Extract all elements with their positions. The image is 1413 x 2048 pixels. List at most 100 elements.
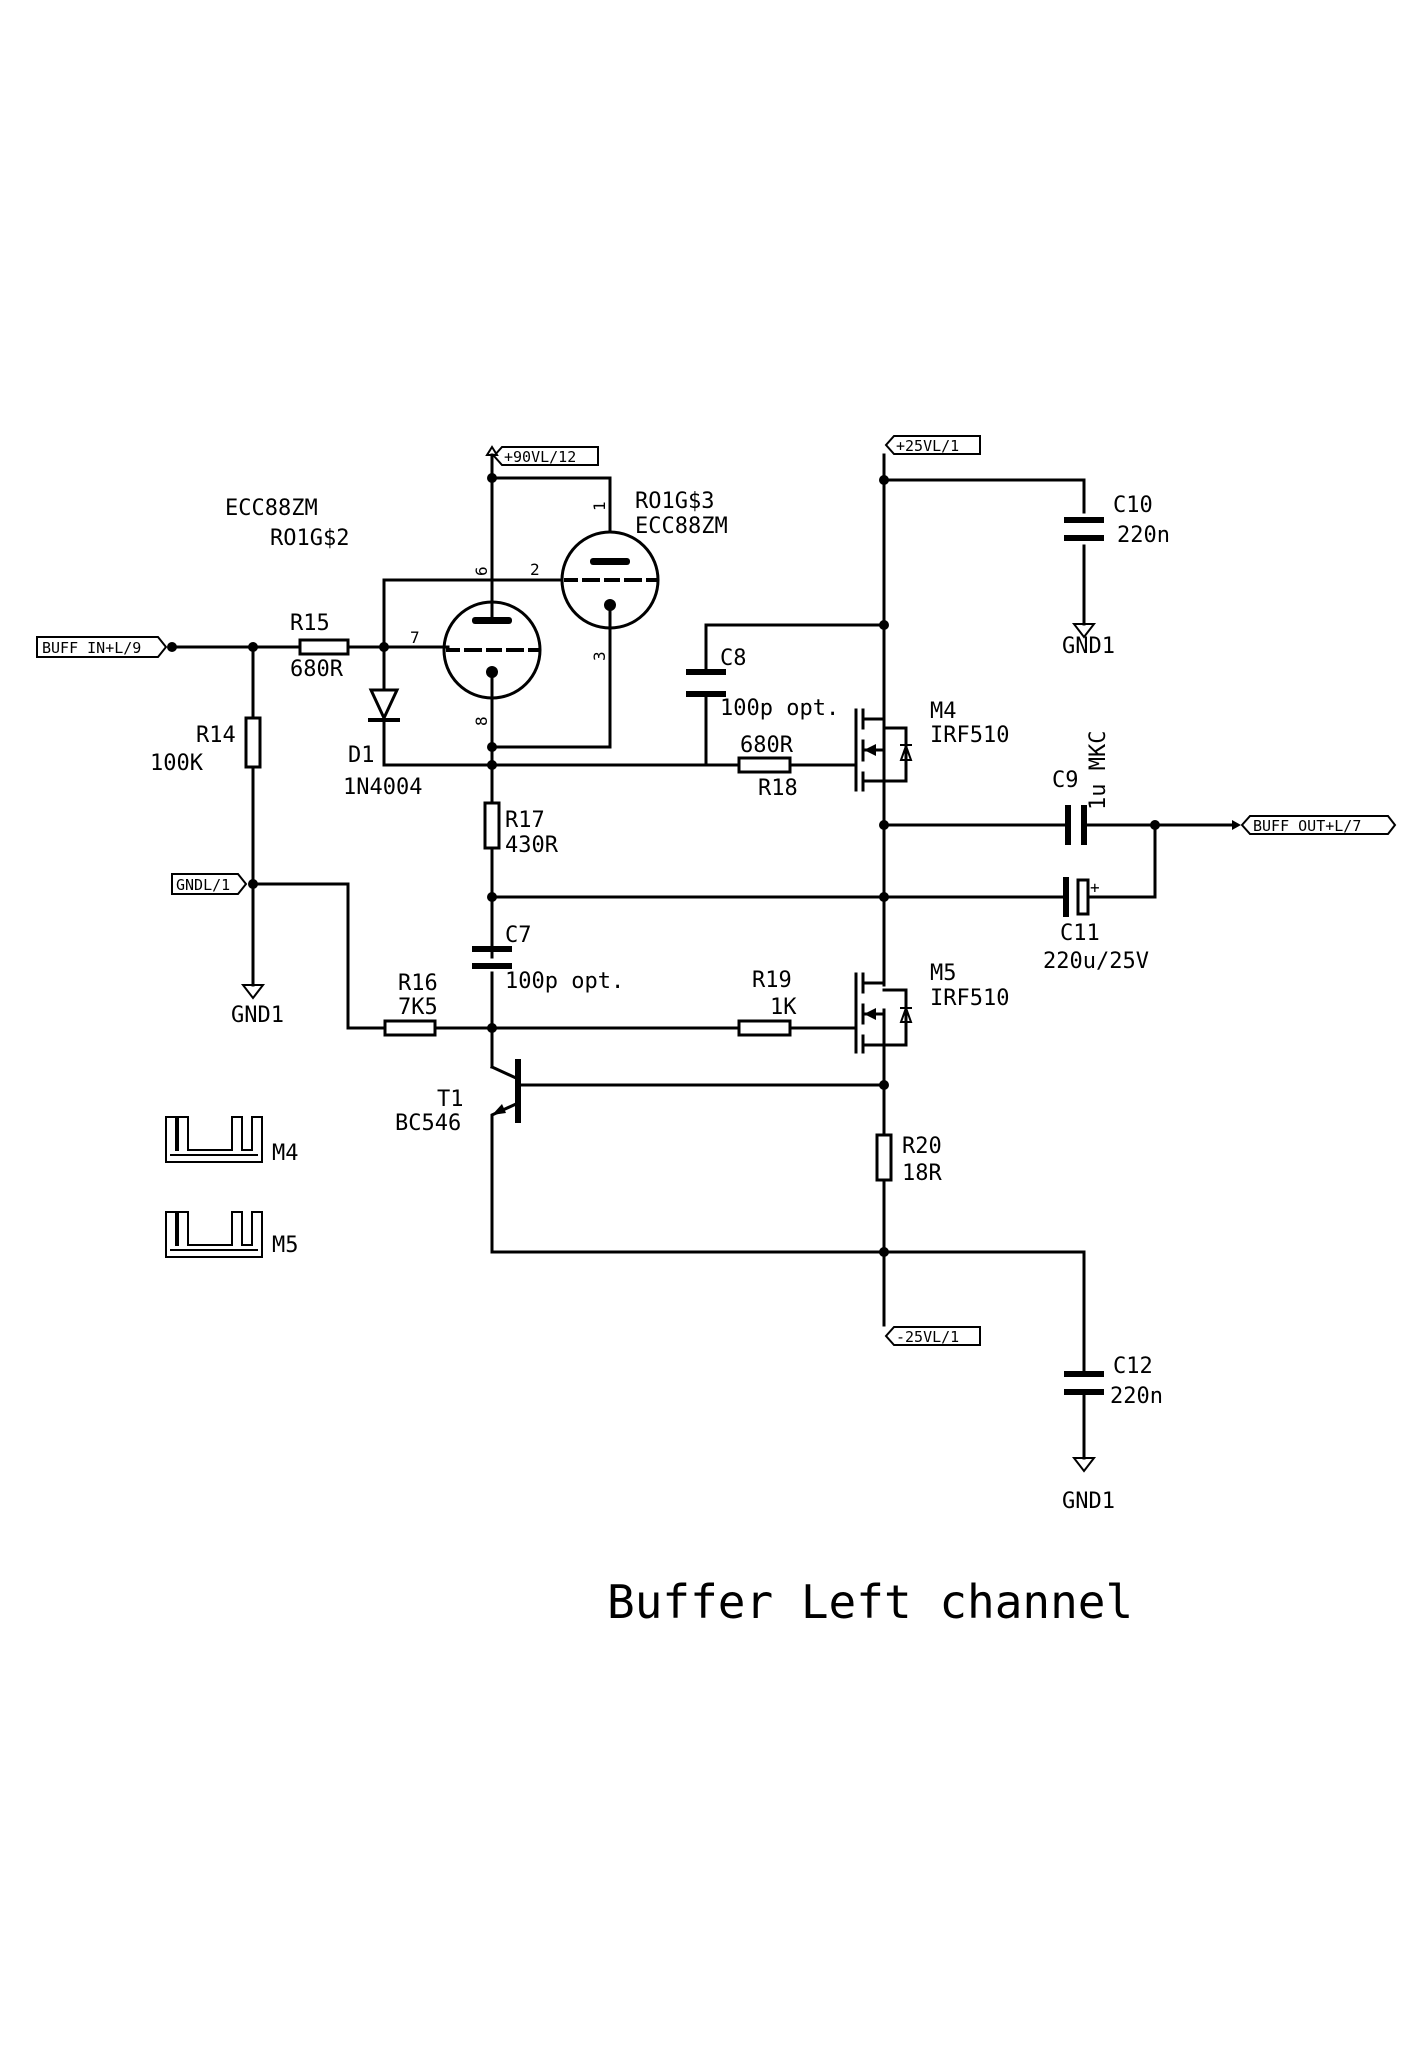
- component-value: 1K: [770, 995, 797, 1020]
- junction-dot: [487, 760, 497, 770]
- component-value: 430R: [505, 833, 559, 858]
- resistor-r20[interactable]: [875, 1133, 893, 1182]
- component-ref: M5: [930, 961, 957, 986]
- component-value: 220n: [1110, 1384, 1163, 1409]
- port-label: +90VL/12: [504, 448, 576, 466]
- port-buff-out[interactable]: BUFF_OUT+L/7: [1240, 815, 1397, 835]
- capacitor-c7[interactable]: [472, 946, 512, 969]
- resistor-r19[interactable]: [737, 1019, 792, 1037]
- port-label: -25VL/1: [896, 1328, 959, 1346]
- port-arrow: [1232, 820, 1241, 830]
- polarity-mark: +: [1090, 878, 1100, 897]
- junction-dot: [379, 642, 389, 652]
- resistor-r18[interactable]: [737, 756, 792, 774]
- junction-dot: [879, 892, 889, 902]
- port-label: GNDL/1: [176, 876, 230, 894]
- tube-left-ref: RO1G$2: [270, 526, 349, 551]
- junction-dot: [879, 620, 889, 630]
- ground-label: GND1: [231, 1003, 284, 1028]
- component-ref: R15: [290, 611, 330, 636]
- component-value: 7K5: [398, 995, 438, 1020]
- pin-number: 8: [472, 716, 491, 726]
- pin-number: 3: [590, 651, 609, 661]
- component-ref: R20: [902, 1134, 942, 1159]
- wires: [170, 453, 1234, 1460]
- port-arrow: [485, 445, 499, 456]
- junction-dot: [879, 820, 889, 830]
- diode-d1[interactable]: [368, 688, 400, 722]
- capacitor-c9[interactable]: [1065, 805, 1087, 845]
- capacitor-c11[interactable]: [1063, 877, 1105, 917]
- heatsink-icon: [165, 1211, 263, 1258]
- pin-number: 2: [530, 560, 540, 579]
- resistor-r14[interactable]: [244, 716, 262, 769]
- tube-left[interactable]: [442, 591, 542, 702]
- port-gndl[interactable]: GNDL/1: [171, 873, 248, 895]
- resistor-r17[interactable]: [483, 801, 501, 850]
- junction-dot: [1150, 820, 1160, 830]
- junction-dot: [487, 742, 497, 752]
- ground-symbol: [240, 984, 266, 1000]
- tube-right-ref: RO1G$3: [635, 489, 714, 514]
- port-label: BUFF_IN+L/9: [42, 639, 141, 657]
- junction-dot: [487, 473, 497, 483]
- junction-dot: [879, 1247, 889, 1257]
- transistor-t1[interactable]: [492, 1059, 542, 1123]
- component-value: 100p opt.: [505, 969, 624, 994]
- component-value: 100K: [150, 751, 204, 776]
- junction-dot: [487, 1023, 497, 1033]
- component-ref: C10: [1113, 493, 1153, 518]
- junction-dot: [879, 1080, 889, 1090]
- pin-number: 1: [590, 501, 609, 511]
- component-ref: R14: [196, 723, 236, 748]
- mosfet-m4[interactable]: [854, 708, 913, 792]
- component-value: IRF510: [930, 723, 1009, 748]
- component-ref: R16: [398, 971, 438, 996]
- tube-right-type: ECC88ZM: [635, 514, 728, 539]
- port-plus90[interactable]: +90VL/12: [492, 446, 599, 466]
- component-value: 220n: [1117, 523, 1170, 548]
- ground-label: GND1: [1062, 1489, 1115, 1514]
- tube-left-type: ECC88ZM: [225, 496, 318, 521]
- component-ref: R18: [758, 776, 798, 801]
- capacitor-c10[interactable]: [1064, 517, 1104, 541]
- resistor-r16[interactable]: [383, 1019, 437, 1037]
- component-value: 680R: [740, 733, 794, 758]
- port-label: +25VL/1: [896, 437, 959, 455]
- component-value: 680R: [290, 657, 344, 682]
- component-ref: C8: [720, 646, 747, 671]
- capacitor-c12[interactable]: [1064, 1371, 1104, 1395]
- junction-dot: [248, 879, 258, 889]
- component-ref: R19: [752, 968, 792, 993]
- sheet-title: Buffer Left channel: [607, 1575, 1133, 1629]
- mosfet-m5[interactable]: [854, 972, 913, 1054]
- ground-symbol: [1071, 1457, 1097, 1473]
- ground-symbol: [1071, 618, 1097, 639]
- port-plus25[interactable]: +25VL/1: [884, 435, 981, 455]
- component-value: 100p opt.: [720, 696, 839, 721]
- component-ref: M4: [930, 699, 957, 724]
- component-ref: R17: [505, 808, 545, 833]
- resistor-r15[interactable]: [298, 638, 350, 656]
- pin-number: 7: [410, 628, 420, 647]
- junction-dot: [487, 892, 497, 902]
- ground-label: GND1: [1062, 634, 1115, 659]
- component-value: 1N4004: [343, 775, 422, 800]
- heatsink-label: M4: [272, 1141, 299, 1166]
- component-value: BC546: [395, 1111, 461, 1136]
- port-minus25[interactable]: -25VL/1: [884, 1326, 981, 1346]
- component-value: 220u/25V: [1043, 949, 1149, 974]
- port-label: BUFF_OUT+L/7: [1253, 817, 1361, 835]
- capacitor-c8[interactable]: [686, 669, 726, 697]
- port-buff-in[interactable]: BUFF_IN+L/9: [36, 636, 168, 658]
- pin-number: 6: [472, 566, 491, 576]
- component-ref: D1: [348, 743, 375, 768]
- junction-dot: [248, 642, 258, 652]
- component-ref: T1: [437, 1087, 464, 1112]
- tube-right[interactable]: [547, 498, 660, 632]
- junction-dot: [167, 642, 177, 652]
- component-ref: C9: [1052, 768, 1079, 793]
- heatsink-icon: [165, 1116, 263, 1163]
- component-value: 18R: [902, 1161, 942, 1186]
